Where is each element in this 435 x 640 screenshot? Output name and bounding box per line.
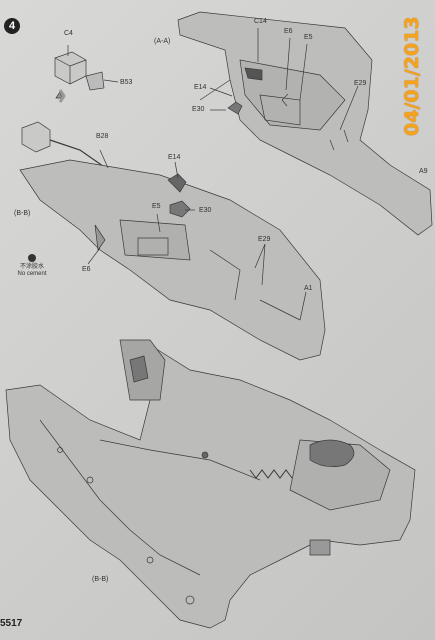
part-label-a1: A1 [304, 285, 313, 292]
part-b53 [85, 71, 105, 91]
part-label-e5-top: E5 [304, 34, 313, 41]
no-cement-icon [28, 254, 36, 262]
part-label-e6-mid: E6 [82, 266, 91, 273]
chassis-part-middle [19, 159, 326, 361]
part-label-b28: B28 [96, 133, 109, 140]
part-label-e14-mid: E14 [168, 154, 181, 161]
part-label-b53: B53 [120, 79, 133, 86]
part-label-e14-top: E14 [194, 84, 207, 91]
part-c4 [54, 51, 87, 85]
part-label-e29-mid: E29 [258, 236, 271, 243]
part-label-c14: C14 [254, 18, 267, 25]
view-label-b-b-lower: (B-B) [92, 576, 109, 583]
date-stamp: 04/01/2013 [401, 16, 423, 136]
part-label-e30-mid: E30 [199, 207, 212, 214]
part-label-e5-mid: E5 [152, 203, 161, 210]
no-cement-chinese: 不涂胶水 [19, 264, 44, 270]
view-label-b-b-upper: (B-B) [14, 210, 31, 217]
no-cement-english: No cement [17, 271, 47, 278]
part-label-e6-top: E6 [284, 28, 293, 35]
view-label-a-a: (A-A) [154, 38, 171, 45]
part-label-e29-top: E29 [354, 80, 367, 87]
part-label-e30-top: E30 [192, 106, 205, 113]
part-b28-box [21, 121, 51, 153]
part-label-a9: A9 [419, 168, 428, 175]
page-number: 5517 [0, 618, 23, 629]
no-cement-note: 不涂胶水 No cement [12, 254, 52, 278]
part-label-c4: C4 [64, 30, 73, 37]
step-number-badge: 4 [4, 18, 20, 34]
